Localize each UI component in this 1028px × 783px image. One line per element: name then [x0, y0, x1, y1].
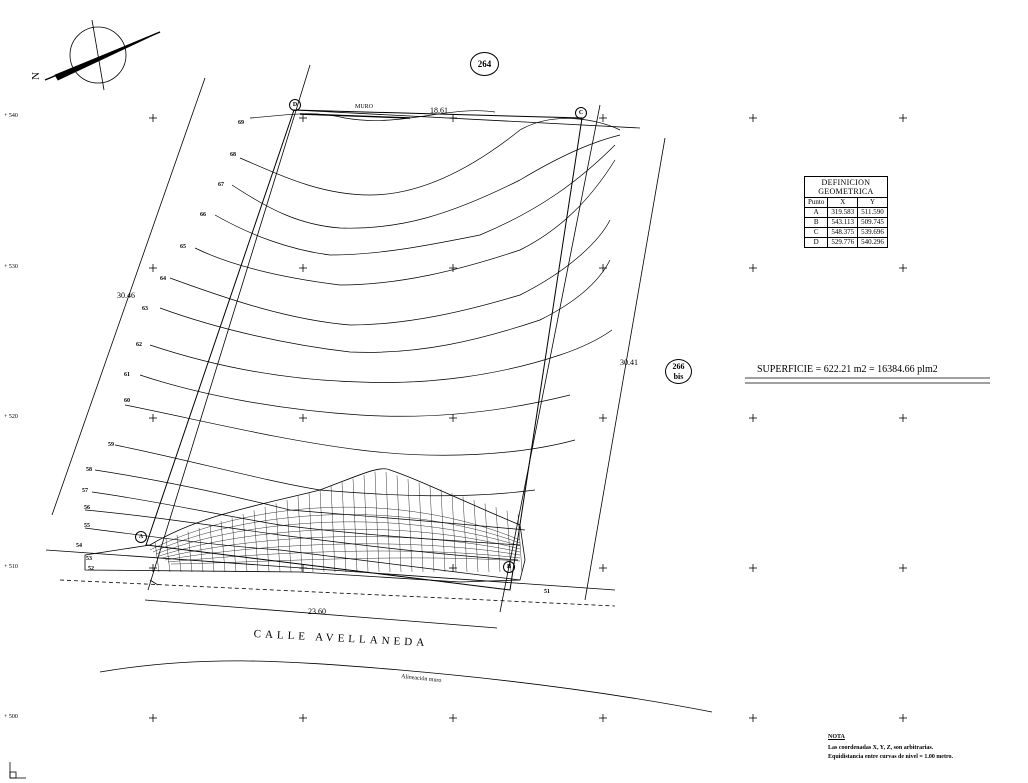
table-row: A 319.583 511.590	[803, 207, 888, 218]
ucs-icon	[9, 762, 26, 779]
contour-label: 56	[84, 505, 90, 511]
contour-label: 55	[84, 523, 90, 529]
contour-label: 51	[544, 589, 550, 595]
cell-y: 511.590	[857, 207, 888, 218]
contour-label: 63	[142, 306, 148, 312]
cell-point: C	[803, 227, 829, 238]
cell-point: B	[803, 217, 829, 228]
cell-point: D	[803, 237, 829, 248]
grid-label-530: + 530	[4, 264, 18, 270]
table-title: DEFINICION GEOMETRICA	[804, 176, 888, 197]
note-line-2: Equidistancia entre curvas de nivel = 1.…	[828, 754, 954, 760]
contour-label: 60	[124, 398, 130, 404]
cell-point: A	[803, 207, 829, 218]
contour-label: 57	[82, 488, 88, 494]
north-arrow-icon	[44, 19, 161, 91]
table-row: C 548.375 539.696	[803, 227, 888, 238]
table-header-row: Punto X Y	[803, 197, 888, 208]
dimension-line-bottom	[144, 599, 498, 629]
dimension-left: 30.46	[117, 291, 135, 300]
contour-label: 54	[76, 543, 82, 549]
north-label: N	[29, 72, 42, 80]
street-curb	[99, 660, 713, 713]
table-row: B 543.113 509.745	[803, 217, 888, 228]
lot-266-number: 266	[672, 362, 685, 371]
contour-label: 65	[180, 244, 186, 250]
dimension-line-right	[584, 137, 666, 601]
dimension-right: 30.41	[620, 358, 638, 367]
wall-label: MURO	[355, 104, 374, 110]
vertex-marker-B: B	[503, 561, 515, 573]
cell-y: 509.745	[857, 217, 888, 228]
grid-label-520: + 520	[4, 414, 18, 420]
contour-label: 66	[200, 212, 206, 218]
dimension-top: 18.61	[430, 106, 448, 115]
vertex-marker-D: D	[289, 99, 301, 111]
vertex-marker-A: A	[135, 531, 147, 543]
contour-label: 52	[88, 566, 94, 572]
contour-label: 61	[124, 372, 130, 378]
cell-y: 539.696	[857, 227, 888, 238]
grid-label-540: + 540	[4, 113, 18, 119]
area-label: SUPERFICIE = 622.21 m2 = 16384.66 plm2	[757, 364, 938, 375]
header-punto: Punto	[803, 197, 829, 208]
cell-x: 548.375	[827, 227, 859, 238]
contour-label: 64	[160, 276, 166, 282]
contour-label: 69	[238, 120, 244, 126]
cell-y: 540.296	[857, 237, 888, 248]
cell-x: 529.776	[827, 237, 859, 248]
header-y: Y	[857, 197, 888, 208]
note-title: NOTA	[828, 734, 845, 740]
contour-label: 59	[108, 442, 114, 448]
lot-266-suffix: bis	[673, 372, 684, 381]
dimension-line-left	[51, 77, 206, 516]
grid-label-510: + 510	[4, 564, 18, 570]
contour-label: 58	[86, 467, 92, 473]
contour-label: 68	[230, 152, 236, 158]
contour-label: 53	[86, 556, 92, 562]
cell-x: 543.113	[827, 217, 859, 228]
note-line-1: Las coordenadas X, Y, Z, son arbitrarias…	[828, 745, 934, 751]
geometric-definition-table: DEFINICION GEOMETRICA Punto X Y A 319.58…	[803, 176, 888, 248]
vertex-marker-C: C	[575, 107, 587, 119]
header-x: X	[827, 197, 859, 208]
contour-label: 62	[136, 342, 142, 348]
dimension-bottom: 23.60	[308, 607, 326, 616]
contour-lines	[84, 110, 621, 581]
lot-number-266: 266 bis	[665, 359, 692, 384]
slope-area	[84, 468, 526, 583]
contour-label: 67	[218, 182, 224, 188]
table-row: D 529.776 540.296	[803, 237, 888, 248]
lot-number-264: 264	[470, 52, 499, 76]
grid-label-500: + 500	[4, 714, 18, 720]
cell-x: 319.583	[827, 207, 859, 218]
